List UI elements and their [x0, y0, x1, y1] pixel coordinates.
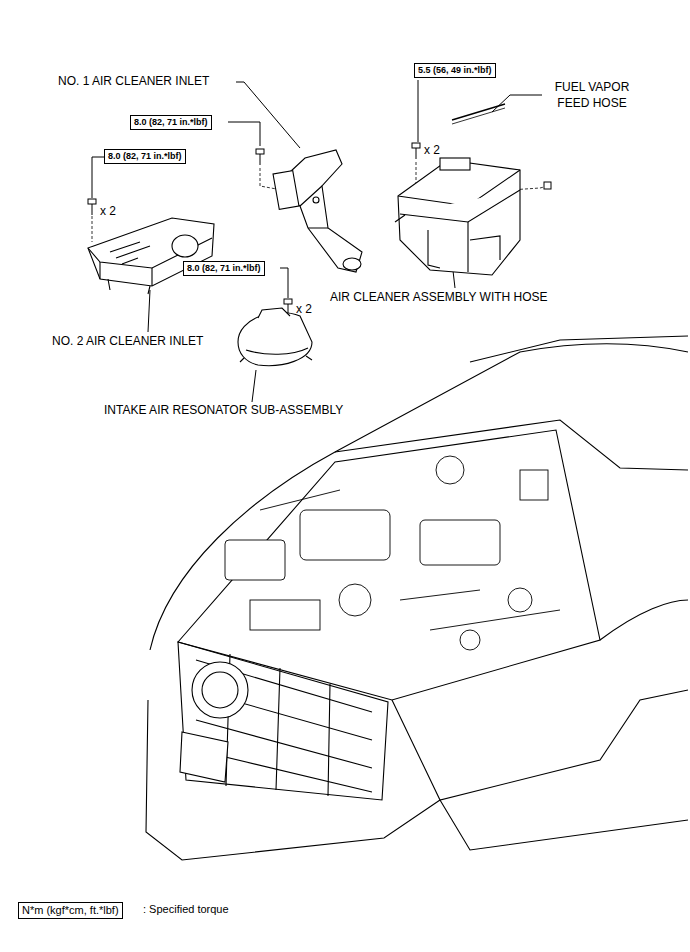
leader-lines-part — [148, 290, 150, 332]
engine-components-part — [460, 630, 480, 650]
vehicle-front-part — [392, 690, 688, 800]
part-name: FUEL VAPOR FEED HOSE — [544, 80, 640, 111]
leader-lines-part — [92, 157, 104, 198]
bolts-part — [260, 154, 261, 165]
no2-air-cleaner-inlet — [88, 218, 214, 294]
torque-box: 8.0 (82, 71 in.*lbf) — [104, 149, 186, 164]
bolts-part — [284, 299, 292, 304]
leader-lines-part — [252, 370, 256, 402]
torque-unit-box: N*m (kgf*cm, ft.*lbf) — [18, 902, 123, 919]
part-name: NO. 2 AIR CLEANER INLET — [52, 334, 203, 350]
quantity-label: x 2 — [100, 204, 116, 220]
torque-value: 8.0 (82, 71 in.*lbf) — [108, 151, 182, 161]
intake-air-resonator-part — [246, 348, 308, 354]
torque-box: 5.5 (56, 49 in.*lbf) — [414, 63, 496, 78]
no2-air-cleaner-inlet-part — [108, 279, 150, 294]
leader-lines-part — [280, 268, 288, 298]
vehicle-front-part — [470, 336, 688, 362]
intake-air-resonator-part — [240, 356, 312, 362]
part-name: AIR CLEANER ASSEMBLY WITH HOSE — [330, 290, 548, 306]
leader-lines-part — [228, 122, 260, 146]
fuel-vapor-feed-hose — [452, 104, 505, 124]
vehicle-front-part — [440, 800, 688, 850]
engine-components-part — [300, 510, 390, 560]
engine-components — [225, 456, 560, 650]
no2-air-cleaner-inlet-part — [100, 262, 152, 286]
torque-box: 8.0 (82, 71 in.*lbf) — [183, 261, 265, 276]
no1-air-cleaner-inlet — [273, 150, 362, 272]
intake-air-resonator-part — [238, 312, 312, 365]
vehicle-front-part — [192, 662, 248, 718]
air-cleaner-assembly-part — [395, 215, 440, 268]
vehicle-front-part — [600, 600, 688, 640]
bolts-part — [256, 149, 264, 154]
no1-air-cleaner-inlet-part — [343, 258, 361, 270]
bolts-part — [92, 204, 93, 215]
quantity-label: x 2 — [296, 302, 312, 318]
legend-note: : Specified torque — [143, 902, 229, 916]
no1-air-cleaner-inlet-part — [313, 197, 319, 203]
bolts-part — [544, 182, 551, 189]
bolts-part — [88, 199, 96, 204]
torque-value: 8.0 (82, 71 in.*lbf) — [134, 117, 208, 127]
leader-lines-part — [418, 80, 419, 142]
intake-air-resonator — [238, 308, 312, 366]
air-cleaner-assembly-part — [440, 158, 470, 170]
vehicle-front-part — [178, 430, 600, 700]
torque-value: 8.0 (82, 71 in.*lbf) — [187, 263, 261, 273]
torque-value: N*m (kgf*cm, ft.*lbf) — [22, 904, 119, 917]
part-name: INTAKE AIR RESONATOR SUB-ASSEMBLY — [104, 403, 343, 419]
part-name: NO. 1 AIR CLEANER INLET — [58, 74, 209, 90]
no2-air-cleaner-inlet-part — [110, 242, 150, 264]
bolts-part — [412, 143, 420, 148]
engine-components-part — [420, 520, 500, 565]
leader-lines-part — [236, 82, 300, 148]
vehicle-front-part — [146, 700, 440, 860]
air-cleaner-assembly — [395, 158, 520, 275]
engine-components-part — [339, 584, 371, 616]
bolts — [88, 143, 551, 316]
bolt-guide-lines-part — [92, 216, 93, 242]
fuel-vapor-feed-hose-part — [452, 104, 505, 120]
engine-components-part — [520, 470, 548, 500]
air-cleaner-assembly-part — [398, 160, 520, 275]
bolts-part — [416, 148, 417, 159]
torque-box: 8.0 (82, 71 in.*lbf) — [130, 115, 212, 130]
vehicle-front-part — [150, 344, 688, 650]
engine-components-part — [250, 600, 320, 630]
intake-air-resonator-part — [258, 308, 290, 318]
vehicle-front-part — [178, 642, 388, 800]
engine-components-part — [436, 456, 464, 484]
vehicle-front-part — [202, 672, 238, 708]
no1-air-cleaner-inlet-part — [300, 186, 328, 228]
quantity-label: x 2 — [424, 143, 440, 159]
no1-air-cleaner-inlet-part — [288, 150, 362, 272]
engine-components-part — [225, 540, 285, 580]
air-cleaner-assembly-part — [398, 170, 520, 272]
air-cleaner-assembly-part — [400, 190, 520, 222]
vehicle-front-part — [180, 732, 228, 782]
engine-components-part — [260, 490, 560, 630]
vehicle-front-part — [335, 420, 688, 470]
no2-air-cleaner-inlet-part — [172, 235, 198, 257]
fuel-vapor-feed-hose-part — [452, 108, 505, 124]
air-cleaner-assembly-part — [470, 236, 500, 260]
torque-value: 5.5 (56, 49 in.*lbf) — [418, 65, 492, 75]
engine-components-part — [508, 588, 532, 612]
no1-air-cleaner-inlet-part — [273, 171, 299, 210]
